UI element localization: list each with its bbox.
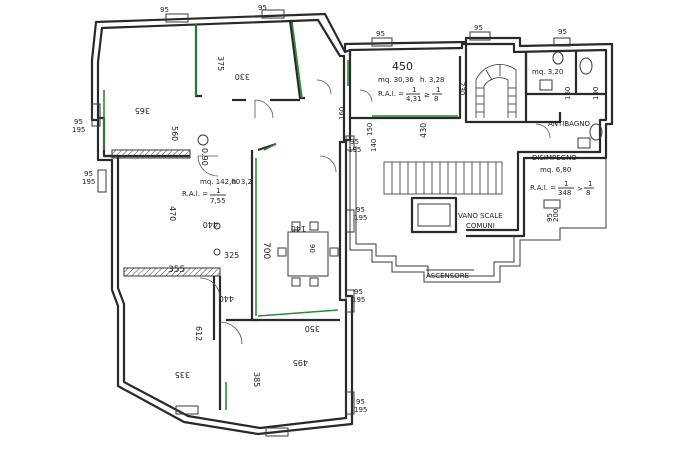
dim-label: 95 (160, 6, 169, 14)
living-rai-den: 7,55 (210, 197, 226, 205)
dim-label: 140 (370, 139, 378, 152)
disimpegno-rai-den: 348 (558, 189, 571, 197)
dim-label: 90 (308, 244, 316, 253)
dim-label: 560 (170, 126, 179, 141)
dim-label: 350 (305, 324, 320, 333)
dim-label: 95 (558, 28, 567, 36)
bath-info: mq. 3,20 ANTIBAGNO (532, 68, 590, 128)
dim-label: 95 (258, 4, 267, 12)
dim-label: 495 (293, 358, 308, 367)
dim-label: 150 (366, 123, 374, 136)
dim-label: 95 (354, 288, 363, 296)
disimpegno-rai-num2: 1 (588, 180, 592, 188)
kitchen-rai-cmp: ≥ (424, 91, 430, 99)
disimpegno-info: DISIMPEGNO mq. 6,80 R.A.I. = 1 348 > 1 8 (530, 154, 594, 197)
disimpegno-rai-den2: 8 (586, 189, 590, 197)
outer-walls (90, 12, 614, 436)
dim-label: 95 (74, 118, 83, 126)
living-area: mq. 142,00 (200, 178, 240, 186)
dim-label: 700 (261, 242, 271, 259)
antibagno-label: ANTIBAGNO (548, 120, 590, 128)
disimpegno-rai: R.A.I. = (530, 184, 556, 192)
living-rai-num: 1 (216, 187, 220, 195)
dining-table (277, 221, 339, 287)
kitchen-rai: R.A.I. = (378, 90, 404, 98)
living-rai: R.A.I. = (182, 190, 208, 198)
dim-label: 375 (216, 56, 225, 71)
dim-label: 325 (224, 251, 239, 260)
dim-label: 355 (168, 265, 185, 275)
dim-label: 195 (72, 126, 85, 134)
dim-label: 200 (552, 209, 560, 222)
dim-label: 160 (338, 107, 346, 120)
dimension-labels: 95 95 95 95 95 95 195 95 195 95 195 95 1… (72, 4, 600, 414)
dim-label: 440 (203, 220, 218, 229)
dim-label: 100 (592, 87, 600, 100)
dim-label: 470 (168, 206, 177, 221)
dim-label: 140 (291, 224, 306, 233)
dim-label: 195 (352, 296, 365, 304)
kitchen-rai-den: 4,31 (406, 95, 422, 103)
dim-label: 330 (235, 72, 250, 81)
dim-label: 612 (194, 326, 203, 341)
columns (197, 134, 221, 256)
stairwell-label-2: COMUNI (466, 222, 495, 230)
bath-area: mq. 3,20 (532, 68, 563, 76)
room-living-info: mq. 142,00 h. 3,2 R.A.I. = 1 7,55 (182, 178, 252, 205)
stairs-common (383, 161, 503, 234)
dim-label: 160 (564, 87, 572, 100)
dim-label: 195 (354, 406, 367, 414)
dim-label: 95 (546, 213, 554, 222)
stairwell-info: VANO SCALE COMUNI ASCENSORE (426, 212, 503, 280)
dim-label: 95 (356, 398, 365, 406)
dim-label: 95 (350, 138, 359, 146)
dim-label: 430 (419, 123, 428, 138)
kitchen-height: h. 3,28 (420, 76, 444, 84)
doors (197, 79, 551, 345)
living-height: h. 3,2 (232, 178, 252, 186)
dim-label: 195 (82, 178, 95, 186)
elevator-label: ASCENSORE (426, 272, 469, 280)
disimpegno-rai-cmp: > (577, 185, 583, 193)
dim-label: 440 (219, 294, 234, 303)
dim-label: 385 (252, 372, 261, 387)
highlighted-walls (103, 21, 458, 410)
bath-fixtures (539, 51, 603, 149)
dim-label: 230 (458, 82, 466, 95)
dim-label: 95 (356, 206, 365, 214)
kitchen-area: mq. 30,36 (378, 76, 414, 84)
stairs-upper (475, 64, 517, 118)
stairwell-label-1: VANO SCALE (458, 212, 503, 220)
interior-walls (104, 19, 606, 410)
dim-label: 0.90 (200, 148, 209, 166)
kitchen-rai-num: 1 (412, 86, 416, 94)
disimpegno-label: DISIMPEGNO (532, 154, 577, 162)
kitchen-rai-den2: 8 (434, 95, 438, 103)
room-kitchen-info: 450 mq. 30,36 h. 3,28 R.A.I. = 1 4,31 ≥ … (378, 60, 444, 103)
dim-label: 95 (84, 170, 93, 178)
kitchen-rai-num2: 1 (436, 86, 440, 94)
dim-label: 95 (474, 24, 483, 32)
disimpegno-rai-num: 1 (564, 180, 568, 188)
disimpegno-area: mq. 6,80 (540, 166, 571, 174)
windows (91, 9, 571, 437)
dim-label: 95 (376, 30, 385, 38)
kitchen-width: 450 (392, 60, 413, 73)
dim-label: 195 (348, 146, 361, 154)
dim-label: 365 (135, 106, 150, 115)
dim-label: 195 (354, 214, 367, 222)
dim-label: 335 (175, 370, 190, 379)
